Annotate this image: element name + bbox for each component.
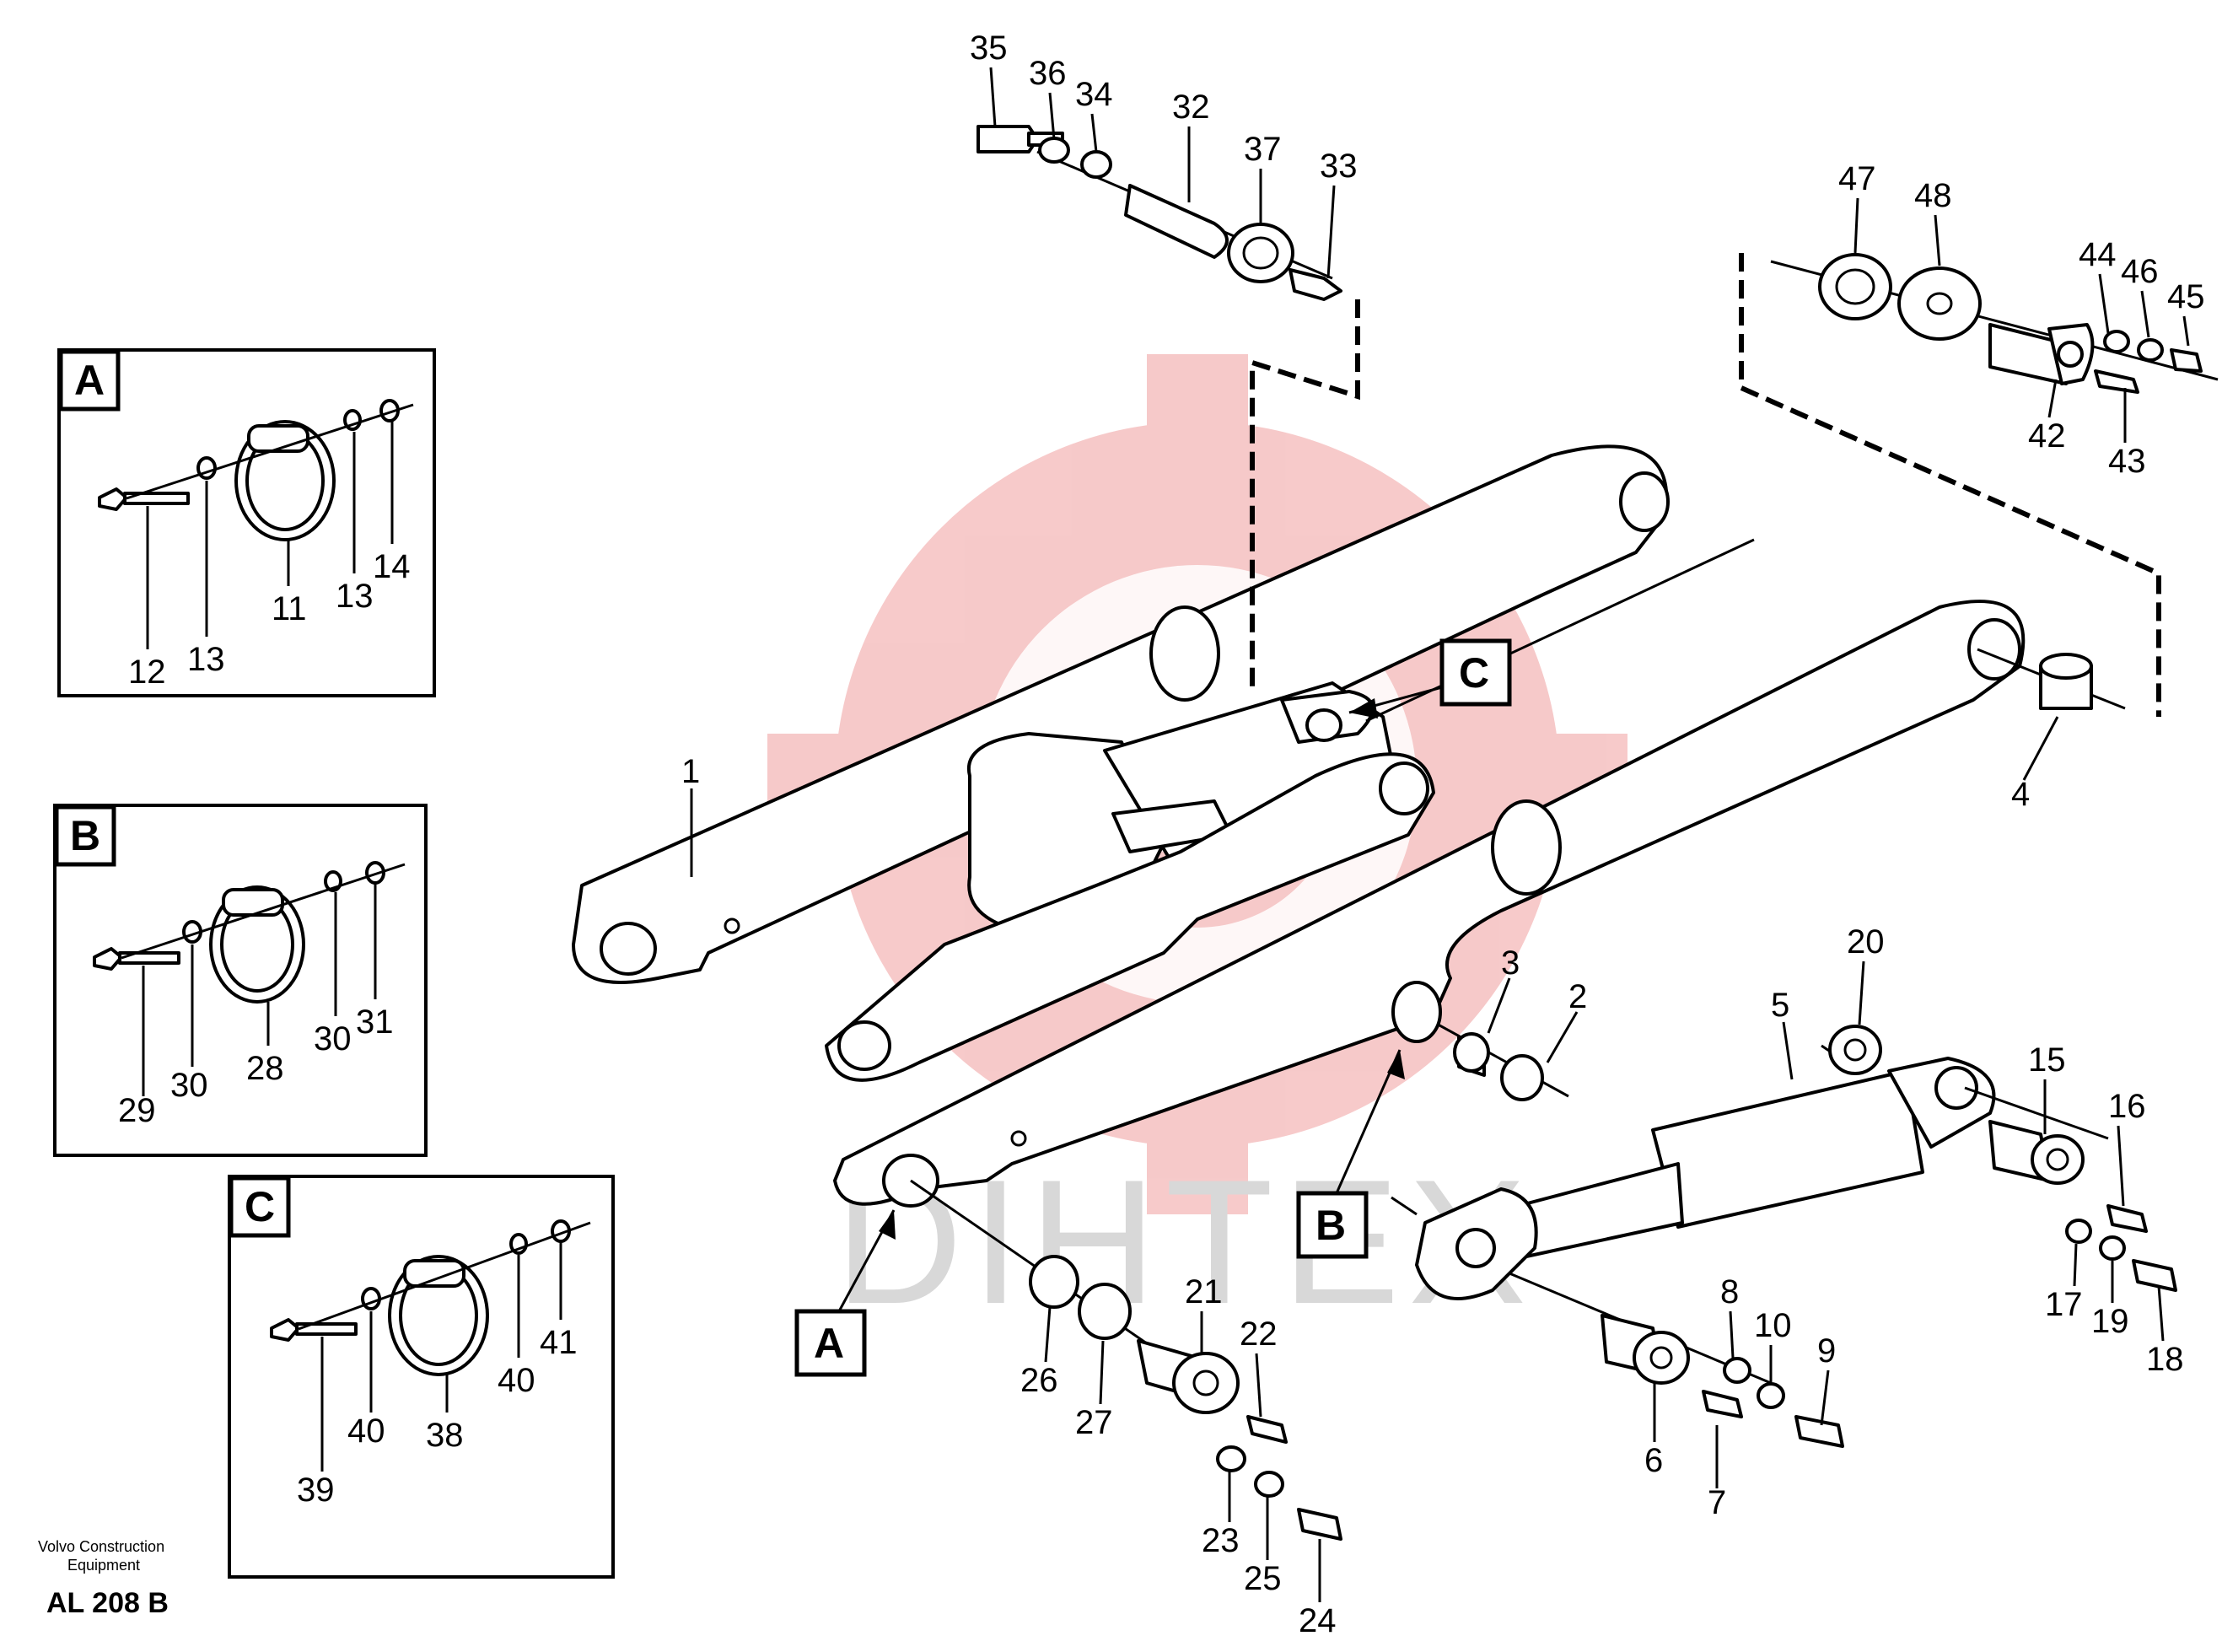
callout-label: 13	[187, 641, 225, 678]
callout-label: 19	[2091, 1303, 2129, 1340]
svg-text:C: C	[1459, 649, 1489, 697]
callout-label: 37	[1244, 131, 1282, 168]
callout-label: 1	[681, 753, 700, 790]
callout-label: 21	[1185, 1273, 1223, 1310]
callout-label: 10	[1754, 1307, 1792, 1344]
dashed-reference-lines	[1250, 253, 2161, 717]
footer: Volvo Construction Equipment AL 208 B	[38, 1538, 169, 1619]
callout-label: 14	[373, 548, 411, 585]
callout-label: 5	[1771, 987, 1789, 1024]
callout-label: 40	[347, 1413, 385, 1450]
callout-label: 47	[1838, 160, 1876, 197]
bushings-2-3	[1391, 981, 1544, 1101]
callout-label: 9	[1817, 1332, 1836, 1369]
callout-label: 41	[540, 1324, 578, 1361]
svg-text:A: A	[814, 1320, 844, 1367]
callout-label: 4	[2011, 776, 2030, 813]
callout-label: 12	[128, 654, 166, 691]
detail-box-c: C 39 40 38 40 41	[228, 1175, 615, 1579]
callout-label: 26	[1020, 1362, 1058, 1399]
lift-arm-upper	[572, 444, 1670, 984]
svg-text:B: B	[70, 812, 100, 859]
callout-label: 33	[1320, 148, 1358, 185]
pin-assembly-top	[976, 125, 1342, 301]
callout-label: 22	[1240, 1316, 1278, 1353]
callout-label: 48	[1914, 177, 1952, 214]
callout-label: 27	[1075, 1404, 1113, 1441]
callout-label: 18	[2146, 1341, 2184, 1378]
pin-assembly-bottom-left	[1029, 1255, 1342, 1541]
callout-label: 30	[170, 1067, 208, 1104]
callout-label: 34	[1075, 76, 1113, 113]
detail-box-b: B 29 30 28 30 31	[53, 804, 428, 1157]
callout-label: 23	[1202, 1522, 1240, 1559]
callout-label: 13	[336, 578, 374, 615]
lift-arm-lower	[833, 600, 2026, 1208]
callout-label: 6	[1644, 1442, 1663, 1479]
company-name-line1: Volvo Construction	[38, 1538, 164, 1555]
callout-label: 29	[118, 1092, 156, 1129]
svg-text:A: A	[74, 357, 105, 404]
callout-label: 35	[970, 30, 1008, 67]
callout-label: 46	[2121, 253, 2159, 290]
callout-label: 36	[1029, 55, 1067, 92]
callout-label: 40	[498, 1362, 535, 1399]
callout-label: 31	[356, 1004, 394, 1041]
callout-label: 15	[2028, 1041, 2066, 1079]
callout-label: 38	[426, 1417, 464, 1454]
callout-label: 32	[1172, 89, 1210, 126]
callout-label: 42	[2028, 417, 2066, 455]
bellcrank	[825, 690, 1435, 1082]
tag-a-main: A	[794, 1209, 896, 1377]
tag-c-main: C	[1348, 638, 1512, 718]
detail-box-a: A 12 13 11 13 14	[57, 348, 436, 697]
callout-label: 7	[1708, 1484, 1726, 1521]
tag-b-main: B	[1296, 1049, 1405, 1259]
callout-label: 16	[2108, 1088, 2146, 1125]
pin-assembly-bottom-right	[1601, 1314, 1844, 1448]
callout-label: 17	[2045, 1286, 2083, 1323]
svg-text:C: C	[245, 1183, 275, 1230]
callout-label: 44	[2079, 236, 2117, 273]
lift-cylinder	[1391, 1044, 1996, 1300]
company-name-line2: Equipment	[67, 1557, 140, 1574]
drawing-code: AL 208 B	[46, 1587, 169, 1619]
svg-text:B: B	[1315, 1202, 1346, 1249]
pin-assembly-right	[1818, 253, 2203, 394]
callout-labels: 1 2 3 4 5 6 7 8 9 10 15 16 17 18 19 20 2…	[681, 30, 2205, 1639]
bushing-4	[2039, 653, 2093, 710]
callout-label: 8	[1720, 1273, 1739, 1310]
callout-label: 45	[2167, 278, 2205, 315]
callout-label: 11	[272, 590, 307, 627]
callout-label: 28	[246, 1050, 284, 1087]
callout-label: 20	[1847, 923, 1885, 961]
callout-label: 25	[1244, 1560, 1282, 1597]
pin-assembly-right-lower	[1828, 1025, 2177, 1292]
callout-label: 43	[2108, 443, 2146, 480]
callout-label: 2	[1568, 978, 1587, 1015]
callout-label: 24	[1299, 1602, 1337, 1639]
callout-label: 39	[297, 1472, 335, 1509]
callout-label: 30	[314, 1020, 352, 1057]
callout-label: 3	[1501, 944, 1520, 982]
